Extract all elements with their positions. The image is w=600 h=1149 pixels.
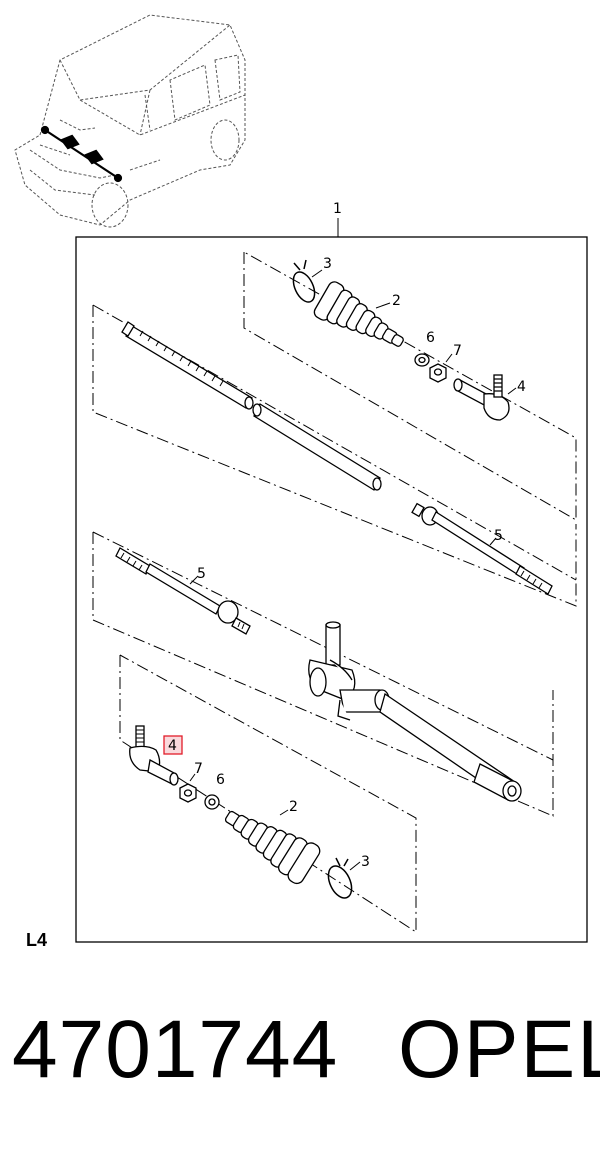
- vehicle-illustration: [14, 14, 246, 228]
- lower-tie-rod-end-highlight-box: [163, 735, 183, 755]
- section-code: L4: [26, 930, 47, 950]
- upper-tie-rod-end-label: 4: [517, 379, 526, 395]
- upper-nut: [429, 363, 447, 383]
- assembly-label: 1: [333, 201, 342, 217]
- lower-tie-rod-end-label: 4: [168, 738, 177, 754]
- upper-boot-clip-label: 3: [323, 256, 332, 272]
- upper-tie-rod-end: [453, 374, 510, 421]
- rack-tube: [252, 403, 382, 491]
- upper-washer-label: 6: [426, 330, 435, 346]
- steering-gear-housing: [308, 621, 522, 802]
- lower-nut-label: 7: [194, 761, 203, 777]
- steering-rack-exploded-diagram: 1 L4 3 2: [14, 14, 588, 950]
- lower-washer-label: 6: [216, 772, 225, 788]
- upper-inner-tie-rod: [411, 502, 553, 595]
- upper-boot-clip: [292, 259, 316, 303]
- lower-boot-clip-label: 3: [361, 854, 370, 870]
- upper-boot-label: 2: [392, 293, 401, 309]
- upper-washer: [414, 353, 430, 367]
- upper-boot: [313, 281, 404, 347]
- lower-inner-tie-rod: [115, 547, 251, 635]
- lower-washer: [204, 794, 220, 810]
- rack-bar: [121, 321, 254, 410]
- lower-boot: [224, 810, 321, 885]
- upper-inner-tie-rod-label: 5: [494, 528, 503, 544]
- vehicle-rack-indicator: [40, 125, 123, 183]
- lower-tie-rod-end: [129, 725, 179, 786]
- upper-nut-label: 7: [453, 343, 462, 359]
- lower-boot-clip: [327, 857, 353, 899]
- part-number: 4701744: [12, 1004, 339, 1095]
- lower-boot-label: 2: [289, 799, 298, 815]
- lower-nut: [179, 783, 197, 803]
- lower-inner-tie-rod-label: 5: [197, 566, 206, 582]
- assembly-frame: [75, 236, 588, 943]
- brand-name: OPEL: [398, 1004, 600, 1095]
